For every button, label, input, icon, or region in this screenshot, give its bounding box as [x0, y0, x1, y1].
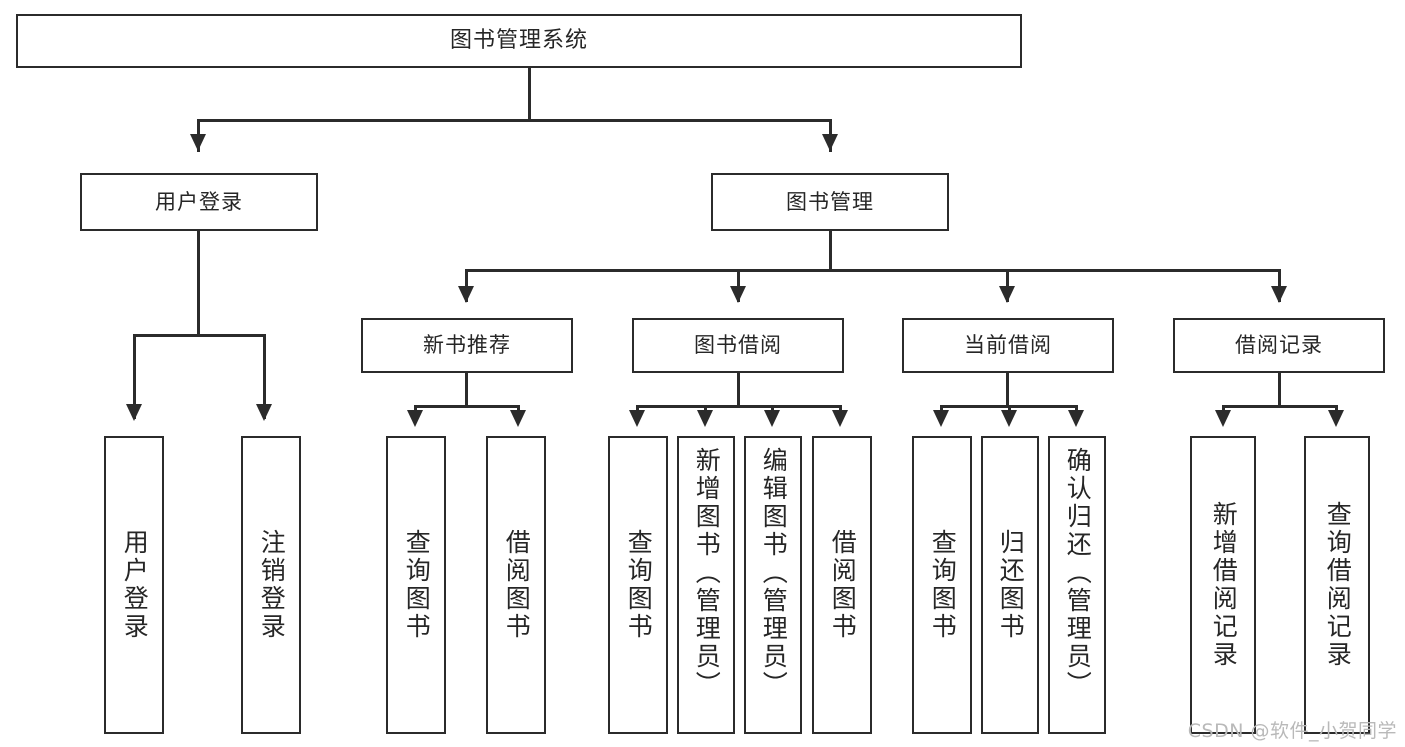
node-label: 图书管理 [786, 189, 874, 214]
connector-book-manage-stem [829, 231, 832, 271]
arrowhead-user-login-child-1 [126, 404, 142, 421]
connector-new-book-bar [414, 405, 520, 408]
leaf-new-book-query-books[interactable]: 查询图书 [386, 436, 446, 734]
connector-user-login-bar [133, 334, 265, 337]
leaf-book-borrow-query-books[interactable]: 查询图书 [608, 436, 668, 734]
leaf-book-borrow-add-book-admin[interactable]: 新增图书（管理员） [677, 436, 735, 734]
leaf-label: 查询图书 [928, 529, 958, 641]
node-label: 图书借阅 [694, 333, 782, 357]
connector-book-manage-bar [465, 269, 1281, 272]
leaf-label: 用户登录 [120, 529, 150, 641]
connector-book-borrow-bar [636, 405, 842, 408]
node-borrow-record[interactable]: 借阅记录 [1173, 318, 1385, 373]
csdn-watermark: CSDN @软件_小贺同学 [1187, 720, 1397, 742]
leaf-label: 查询借阅记录 [1323, 501, 1353, 669]
leaf-label: 注销登录 [257, 529, 287, 641]
leaf-borrow-record-query-record[interactable]: 查询借阅记录 [1304, 436, 1370, 734]
connector-book-manage-child-3 [1006, 269, 1009, 302]
connector-book-manage-child-2 [737, 269, 740, 302]
connector-current-borrow-stem [1006, 373, 1009, 407]
connector-user-login-stem [197, 231, 200, 336]
connector-root-bar [197, 119, 832, 122]
leaf-user-login-login[interactable]: 用户登录 [104, 436, 164, 734]
leaf-user-login-logout[interactable]: 注销登录 [241, 436, 301, 734]
leaf-book-borrow-borrow-books[interactable]: 借阅图书 [812, 436, 872, 734]
arrowhead-book-borrow-child-1 [629, 410, 645, 427]
node-book-borrow[interactable]: 图书借阅 [632, 318, 844, 373]
arrowhead-borrow-record-child-1 [1215, 410, 1231, 427]
connector-borrow-record-stem [1278, 373, 1281, 407]
leaf-borrow-record-add-record[interactable]: 新增借阅记录 [1190, 436, 1256, 734]
leaf-label: 编辑图书（管理员） [759, 447, 789, 699]
arrowhead-user-login-child-2 [256, 404, 272, 421]
arrowhead-book-manage-child-1 [458, 286, 474, 303]
leaf-label: 归还图书 [996, 529, 1026, 641]
leaf-label: 借阅图书 [828, 529, 858, 641]
arrowhead-current-borrow-child-1 [933, 410, 949, 427]
node-label: 借阅记录 [1235, 333, 1323, 357]
arrowhead-root-to-book-manage [822, 134, 838, 151]
arrowhead-book-borrow-child-4 [832, 410, 848, 427]
leaf-label: 查询图书 [402, 529, 432, 641]
connector-user-login-child-2 [263, 334, 266, 419]
arrowhead-book-borrow-child-3 [764, 410, 780, 427]
leaf-current-borrow-confirm-return-admin[interactable]: 确认归还（管理员） [1048, 436, 1106, 734]
connector-book-manage-child-1 [465, 269, 468, 302]
leaf-label: 新增图书（管理员） [692, 447, 722, 699]
connector-user-login-child-1 [133, 334, 136, 419]
leaf-label: 借阅图书 [502, 529, 532, 641]
node-label: 用户登录 [155, 189, 243, 214]
arrowhead-book-manage-child-4 [1271, 286, 1287, 303]
arrowhead-new-book-child-2 [510, 410, 526, 427]
arrowhead-book-borrow-child-2 [697, 410, 713, 427]
leaf-label: 查询图书 [624, 529, 654, 641]
leaf-label: 新增借阅记录 [1209, 501, 1239, 669]
arrowhead-book-manage-child-2 [730, 286, 746, 303]
connector-book-borrow-stem [737, 373, 740, 407]
arrowhead-borrow-record-child-2 [1328, 410, 1344, 427]
connector-new-book-stem [465, 373, 468, 407]
node-root-book-management-system[interactable]: 图书管理系统 [16, 14, 1022, 68]
arrowhead-book-manage-child-3 [999, 286, 1015, 303]
node-label: 当前借阅 [964, 333, 1052, 357]
node-label: 图书管理系统 [449, 28, 588, 53]
leaf-book-borrow-edit-book-admin[interactable]: 编辑图书（管理员） [744, 436, 802, 734]
arrowhead-new-book-child-1 [407, 410, 423, 427]
arrowhead-current-borrow-child-2 [1001, 410, 1017, 427]
node-user-login[interactable]: 用户登录 [80, 173, 318, 231]
node-new-book-recommend[interactable]: 新书推荐 [361, 318, 573, 373]
connector-book-manage-child-4 [1278, 269, 1281, 302]
connector-root-stem [528, 68, 531, 121]
node-current-borrow[interactable]: 当前借阅 [902, 318, 1114, 373]
arrowhead-root-to-user-login [190, 134, 206, 151]
connector-borrow-record-bar [1222, 405, 1338, 408]
arrowhead-current-borrow-child-3 [1068, 410, 1084, 427]
node-book-management[interactable]: 图书管理 [711, 173, 949, 231]
node-label: 新书推荐 [423, 333, 511, 357]
leaf-new-book-borrow-books[interactable]: 借阅图书 [486, 436, 546, 734]
leaf-current-borrow-return-books[interactable]: 归还图书 [981, 436, 1039, 734]
leaf-label: 确认归还（管理员） [1063, 447, 1093, 699]
leaf-current-borrow-query-books[interactable]: 查询图书 [912, 436, 972, 734]
